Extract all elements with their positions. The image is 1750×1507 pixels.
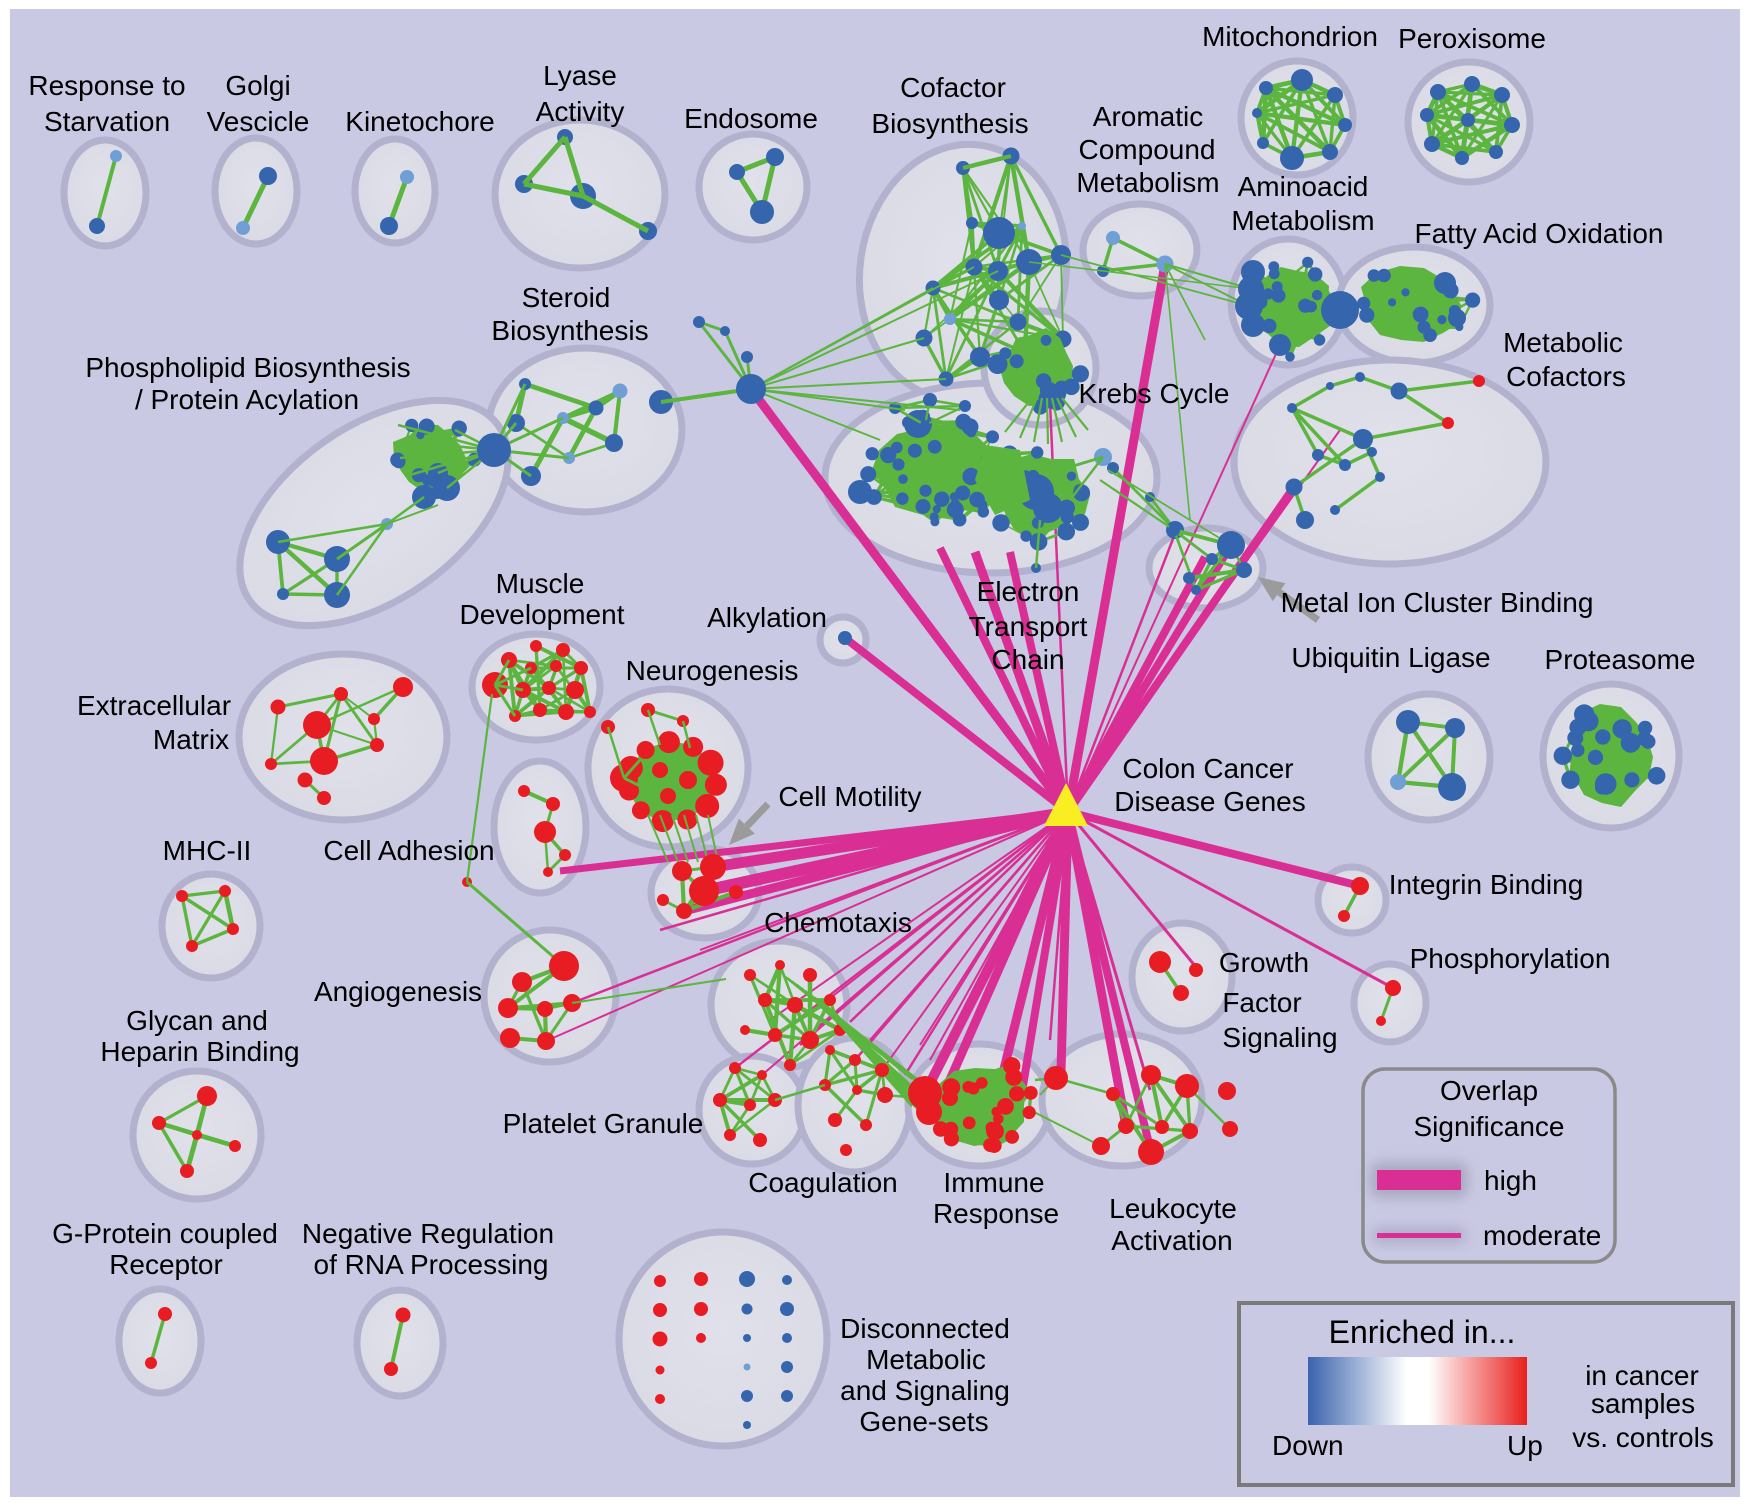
svg-text:Endosome: Endosome	[684, 103, 818, 134]
svg-text:Immune: Immune	[943, 1167, 1044, 1198]
svg-text:Signaling: Signaling	[1222, 1022, 1337, 1053]
svg-text:Phospholipid Biosynthesis: Phospholipid Biosynthesis	[85, 352, 410, 383]
svg-text:Receptor: Receptor	[109, 1249, 223, 1280]
svg-text:in cancer: in cancer	[1585, 1360, 1699, 1391]
svg-text:Activity: Activity	[536, 96, 625, 127]
svg-text:Metal Ion Cluster Binding: Metal Ion Cluster Binding	[1281, 587, 1594, 618]
svg-text:Development: Development	[460, 599, 625, 630]
svg-text:Growth: Growth	[1219, 947, 1309, 978]
svg-text:Significance: Significance	[1414, 1111, 1565, 1142]
svg-text:Coagulation: Coagulation	[748, 1167, 897, 1198]
svg-text:Electron: Electron	[977, 576, 1080, 607]
svg-text:Aromatic: Aromatic	[1093, 101, 1203, 132]
svg-text:Activation: Activation	[1111, 1225, 1232, 1256]
svg-text:Kinetochore: Kinetochore	[345, 106, 494, 137]
svg-text:Negative Regulation: Negative Regulation	[302, 1218, 554, 1249]
svg-text:Starvation: Starvation	[44, 106, 170, 137]
svg-text:Cell Adhesion: Cell Adhesion	[323, 835, 494, 866]
svg-text:Golgi: Golgi	[225, 70, 290, 101]
svg-text:Proteasome: Proteasome	[1545, 644, 1696, 675]
svg-text:Chain: Chain	[991, 644, 1064, 675]
svg-text:Alkylation: Alkylation	[707, 602, 827, 633]
svg-text:Vescicle: Vescicle	[207, 106, 310, 137]
svg-text:Down: Down	[1272, 1430, 1344, 1461]
svg-text:Metabolism: Metabolism	[1076, 167, 1219, 198]
svg-text:Metabolism: Metabolism	[1231, 205, 1374, 236]
svg-text:Krebs Cycle: Krebs Cycle	[1079, 378, 1230, 409]
svg-text:Response to: Response to	[28, 70, 185, 101]
svg-text:Up: Up	[1507, 1430, 1543, 1461]
svg-text:Biosynthesis: Biosynthesis	[871, 108, 1028, 139]
svg-text:Peroxisome: Peroxisome	[1398, 23, 1546, 54]
svg-text:of RNA Processing: of RNA Processing	[314, 1249, 549, 1280]
svg-text:Overlap: Overlap	[1440, 1075, 1538, 1106]
svg-text:Leukocyte: Leukocyte	[1109, 1193, 1237, 1224]
svg-text:G-Protein coupled: G-Protein coupled	[52, 1218, 278, 1249]
svg-text:Platelet Granule: Platelet Granule	[503, 1108, 704, 1139]
svg-text:Disease Genes: Disease Genes	[1114, 786, 1305, 817]
svg-text:Phosphorylation: Phosphorylation	[1410, 943, 1611, 974]
svg-text:Response: Response	[933, 1198, 1059, 1229]
svg-text:Cell Motility: Cell Motility	[778, 781, 921, 812]
svg-text:Neurogenesis: Neurogenesis	[626, 655, 799, 686]
svg-text:Gene-sets: Gene-sets	[859, 1406, 988, 1437]
svg-text:Matrix: Matrix	[153, 724, 229, 755]
svg-text:Cofactor: Cofactor	[900, 72, 1006, 103]
svg-text:Factor: Factor	[1222, 987, 1301, 1018]
svg-text:Metabolic: Metabolic	[1503, 327, 1623, 358]
svg-text:Muscle: Muscle	[496, 568, 585, 599]
svg-text:Glycan and: Glycan and	[126, 1005, 268, 1036]
svg-text:Metabolic: Metabolic	[866, 1344, 986, 1375]
svg-text:Lyase: Lyase	[543, 60, 617, 91]
svg-text:moderate: moderate	[1483, 1220, 1601, 1251]
svg-text:Disconnected: Disconnected	[840, 1313, 1010, 1344]
svg-text:Mitochondrion: Mitochondrion	[1202, 21, 1378, 52]
svg-text:Enriched in...: Enriched in...	[1329, 1314, 1516, 1350]
svg-text:samples: samples	[1591, 1388, 1695, 1419]
svg-text:Cofactors: Cofactors	[1506, 361, 1626, 392]
svg-text:Heparin Binding: Heparin Binding	[100, 1036, 299, 1067]
svg-text:Extracellular: Extracellular	[77, 690, 231, 721]
svg-text:Angiogenesis: Angiogenesis	[314, 976, 482, 1007]
svg-text:Chemotaxis: Chemotaxis	[764, 907, 912, 938]
svg-text:/ Protein Acylation: / Protein Acylation	[135, 384, 359, 415]
svg-text:Integrin Binding: Integrin Binding	[1389, 869, 1584, 900]
svg-text:Aminoacid: Aminoacid	[1238, 171, 1369, 202]
svg-text:Colon Cancer: Colon Cancer	[1122, 753, 1293, 784]
svg-text:Biosynthesis: Biosynthesis	[491, 315, 648, 346]
svg-text:Ubiquitin Ligase: Ubiquitin Ligase	[1291, 642, 1490, 673]
svg-text:Transport: Transport	[969, 611, 1088, 642]
svg-text:high: high	[1484, 1165, 1537, 1196]
svg-text:Steroid: Steroid	[522, 282, 611, 313]
svg-text:Compound: Compound	[1079, 134, 1216, 165]
svg-text:Fatty Acid Oxidation: Fatty Acid Oxidation	[1414, 218, 1663, 249]
svg-text:MHC-II: MHC-II	[163, 835, 252, 866]
svg-text:and Signaling: and Signaling	[840, 1375, 1010, 1406]
svg-text:vs. controls: vs. controls	[1572, 1422, 1714, 1453]
